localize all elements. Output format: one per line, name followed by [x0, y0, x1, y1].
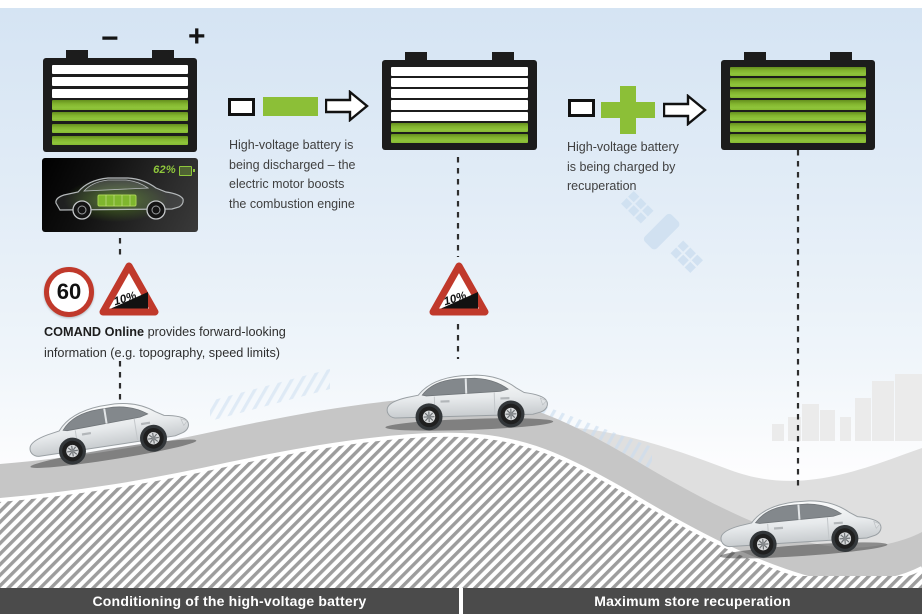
- arrow-right-icon: [325, 90, 369, 122]
- minus-terminal-icon: −: [101, 22, 119, 55]
- footer-bar: Conditioning of the high-voltage battery…: [0, 588, 922, 614]
- gradient-sign: 10%: [429, 262, 489, 316]
- discharge-note: High-voltage battery is being discharged…: [229, 138, 356, 211]
- battery-gauge-conditioned: [43, 50, 197, 152]
- comand-online-label: COMAND Online: [44, 325, 145, 339]
- green-energy-bar-icon: [263, 97, 318, 116]
- battery-cell-green: [52, 123, 188, 134]
- road-streak-left: [210, 369, 330, 421]
- battery-cell-white: [391, 89, 528, 99]
- battery-mini-icon: [179, 166, 195, 176]
- discharge-flow-icons: [226, 90, 371, 124]
- footer-left-section: Conditioning of the high-voltage battery: [0, 588, 459, 614]
- battery-cell-green: [730, 89, 866, 99]
- battery-cell-white: [52, 65, 188, 75]
- battery-cell-green: [730, 111, 866, 121]
- arrow-right-icon: [663, 94, 707, 126]
- battery-cell-white: [391, 67, 528, 77]
- dashed-connectors: [118, 150, 800, 488]
- comand-display: 62%: [42, 158, 198, 232]
- battery-cell-white: [391, 78, 528, 88]
- battery-cell-green: [730, 100, 866, 110]
- plus-terminal-icon: +: [188, 20, 206, 53]
- footer-left-label: Conditioning of the high-voltage battery: [92, 593, 367, 609]
- battery-gauge-full: [721, 52, 875, 150]
- battery-cell-white: [52, 88, 188, 98]
- speed-limit-sign: 60: [44, 267, 94, 317]
- battery-cell-green: [52, 135, 188, 145]
- empty-box-icon: [568, 99, 595, 117]
- speed-limit-value: 60: [56, 279, 82, 304]
- comand-note: COMAND Online provides forward-looking i…: [44, 325, 286, 360]
- battery-cell-green: [52, 100, 188, 110]
- battery-cell-green: [730, 122, 866, 132]
- empty-box-icon: [228, 98, 255, 116]
- footer-right-section: Maximum store recuperation: [463, 588, 922, 614]
- footer-right-label: Maximum store recuperation: [594, 593, 791, 609]
- battery-cell-green: [391, 133, 528, 143]
- battery-cell-green: [730, 133, 866, 143]
- display-car-graphic: [55, 177, 184, 222]
- gradient-sign: 10%: [99, 262, 159, 316]
- city-skyline-silhouette: [772, 374, 922, 441]
- battery-cell-green: [730, 78, 866, 88]
- battery-gauge-discharged: [382, 52, 537, 150]
- charge-flow-icons: [568, 86, 708, 136]
- satellite-icon: [620, 190, 704, 274]
- battery-cell-green: [730, 67, 866, 77]
- battery-cell-green: [52, 112, 188, 122]
- hatched-strip: [0, 576, 922, 588]
- charge-percent-label: 62%: [153, 164, 176, 176]
- battery-cell-green: [391, 122, 528, 132]
- battery-cell-white: [391, 111, 528, 121]
- battery-cell-white: [391, 100, 528, 110]
- hill-hatched-fill: [0, 434, 922, 588]
- charge-note: High-voltage battery is being charged by…: [567, 140, 679, 193]
- battery-cell-white: [52, 76, 188, 86]
- car-crest: [382, 371, 555, 434]
- plus-icon: [601, 86, 655, 134]
